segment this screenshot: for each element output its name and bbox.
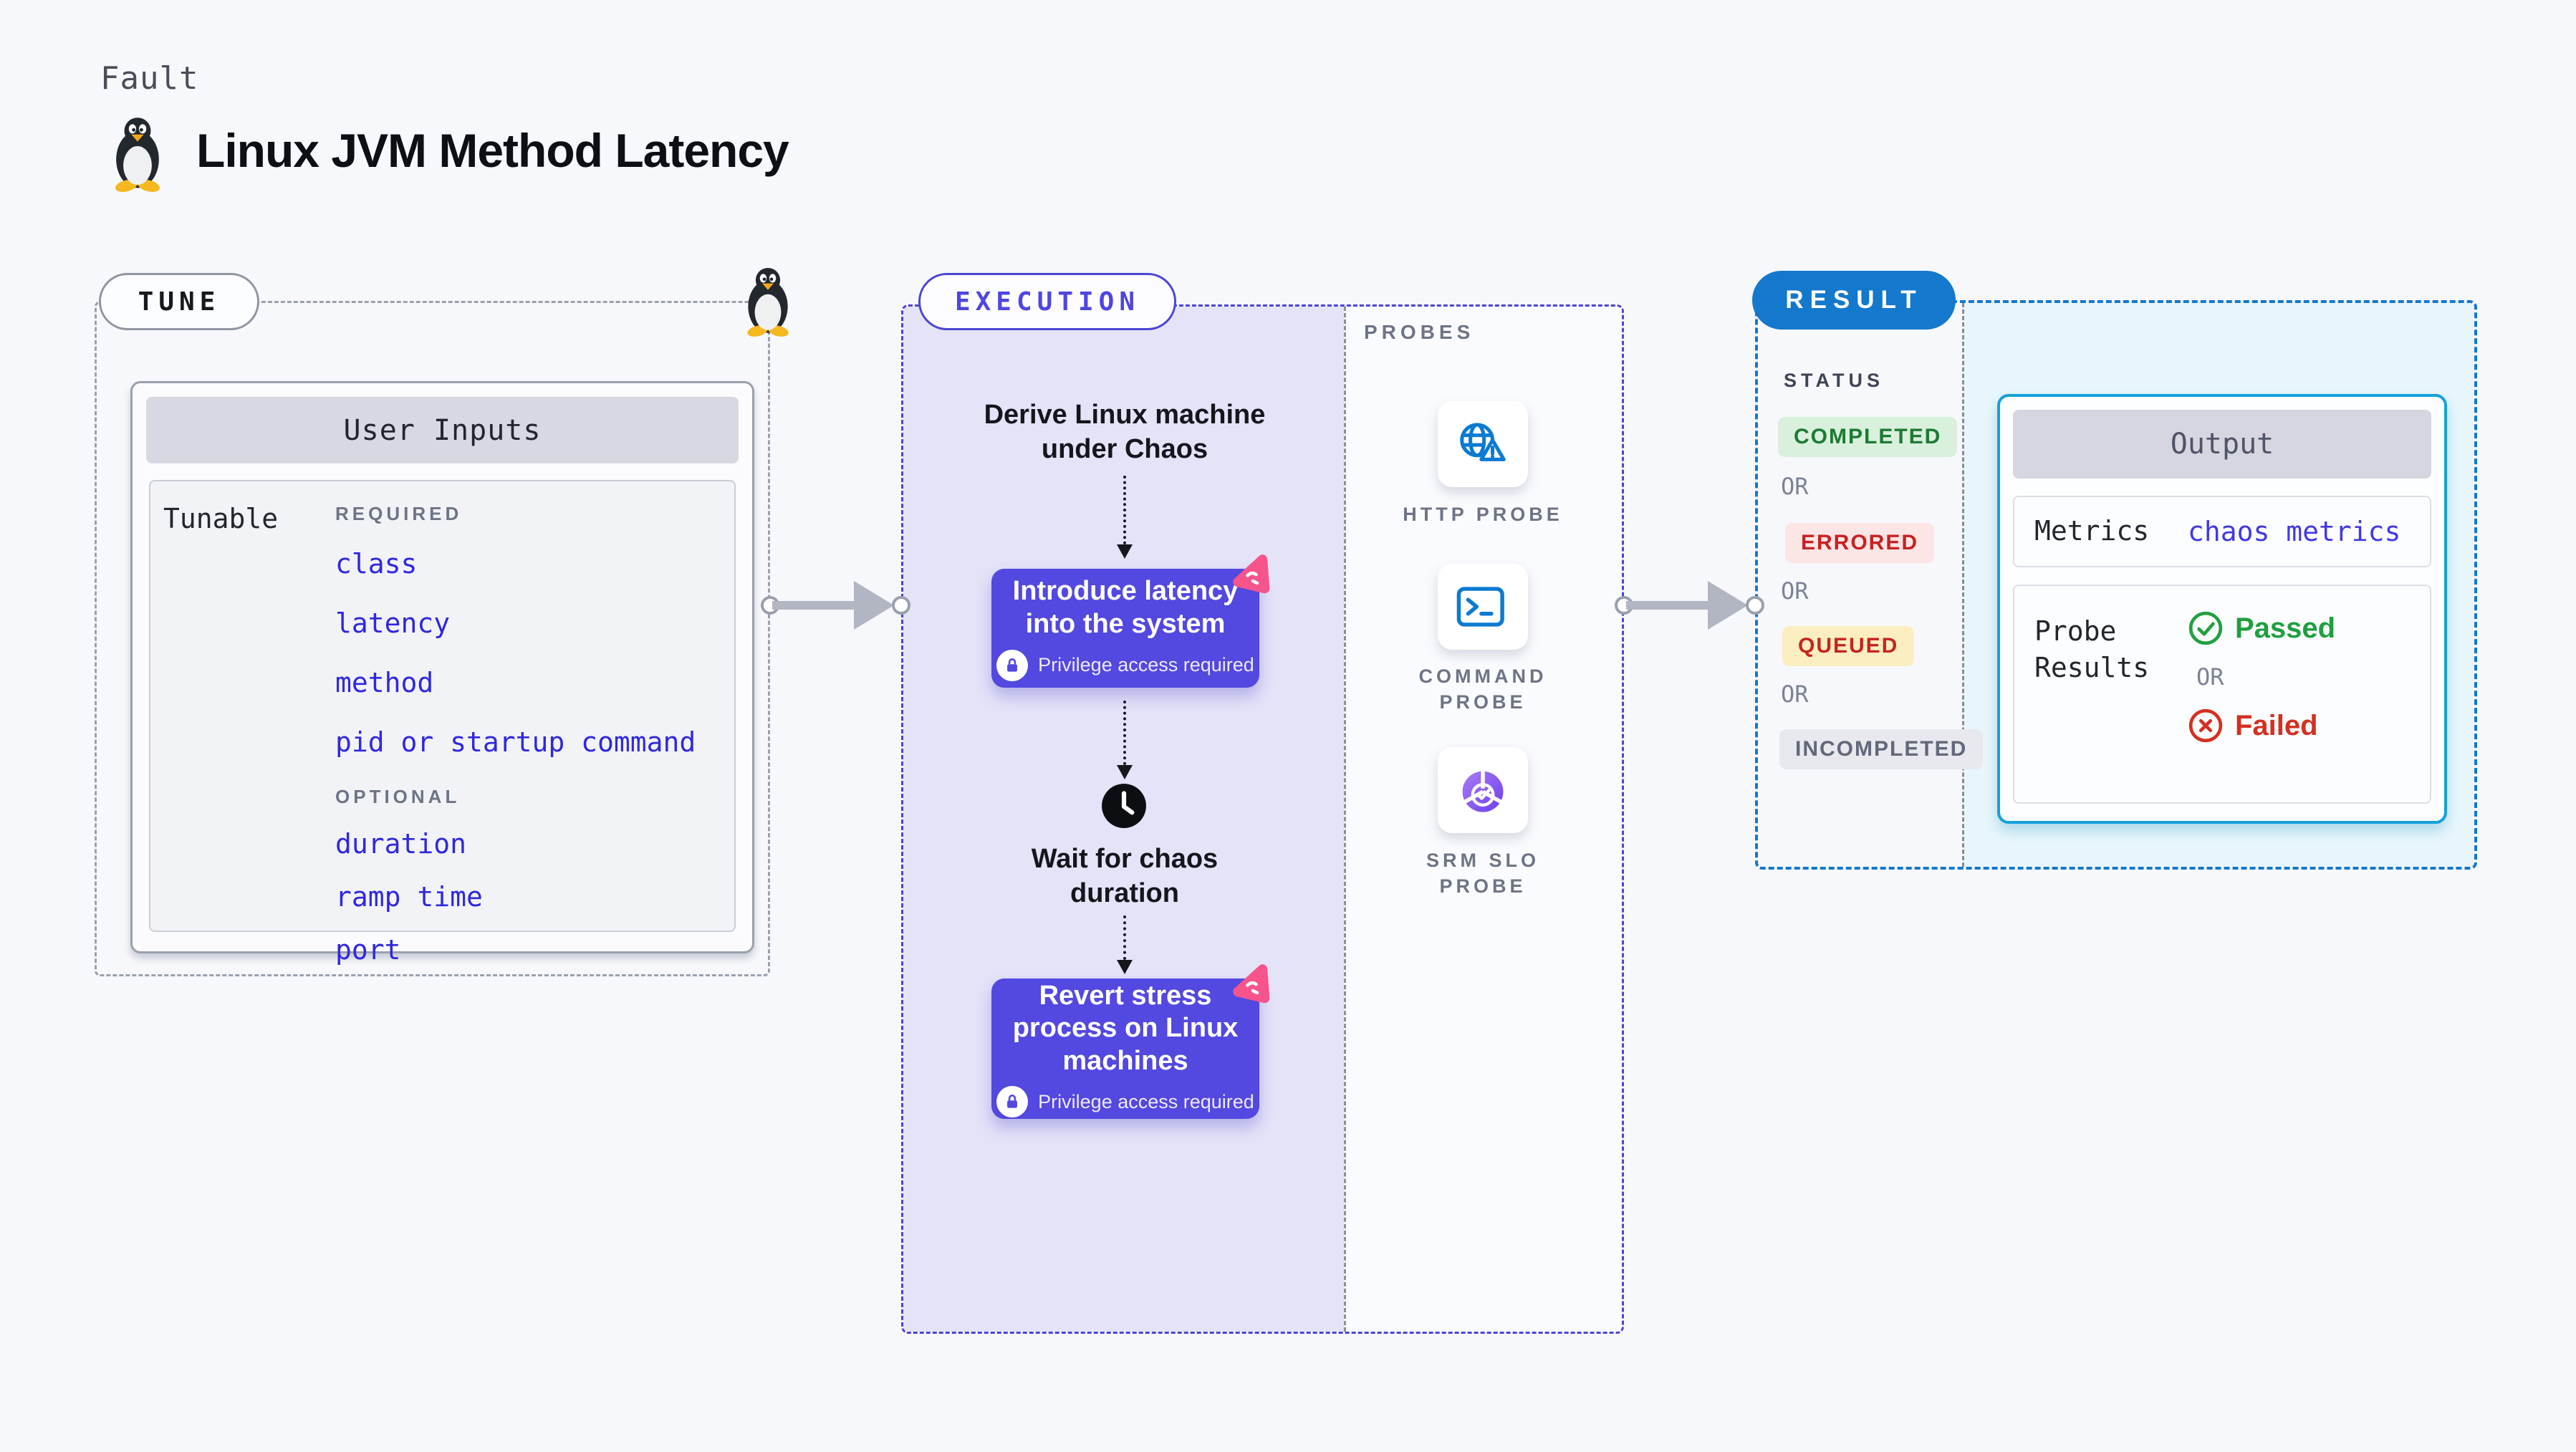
fault-kicker: Fault — [100, 60, 199, 97]
status-badge-incompleted: INCOMPLETED — [1779, 729, 1984, 769]
tunable-ramp-time: ramp time — [335, 881, 483, 913]
page-title: Linux JVM Method Latency — [196, 124, 789, 177]
chaos-badge-icon — [1229, 963, 1272, 1006]
metrics-row: Metrics chaos metrics — [2013, 496, 2431, 567]
srm-slo-probe-card — [1438, 747, 1528, 833]
status-badge-queued: QUEUED — [1782, 626, 1915, 666]
http-probe-label: HTTP PROBE — [1403, 504, 1563, 525]
or-separator: OR — [1781, 473, 1809, 500]
probes-heading: PROBES — [1364, 321, 1475, 343]
x-circle-icon — [2188, 708, 2223, 743]
tux-penguin-icon — [746, 267, 790, 337]
terminal-icon — [1456, 587, 1504, 627]
introduce-latency-step: Introduce latency into the system Privil… — [991, 569, 1259, 688]
execution-pill: EXECUTION — [918, 273, 1176, 330]
status-heading: STATUS — [1784, 370, 1884, 391]
tunable-pid: pid or startup command — [335, 726, 696, 758]
derive-step-text: Derive Linux machine under Chaos — [984, 400, 1266, 464]
tunable-latency: latency — [335, 607, 451, 639]
clock-icon — [1102, 784, 1146, 828]
tunable-method: method — [335, 667, 434, 698]
tunable-port: port — [335, 934, 401, 966]
tunable-duration: duration — [335, 828, 467, 860]
wait-step-text: Wait for chaos duration — [1031, 844, 1219, 908]
result-pill: RESULT — [1752, 271, 1956, 330]
status-badge-completed: COMPLETED — [1778, 417, 1958, 457]
privilege-note: Privilege access required — [1038, 1090, 1254, 1112]
required-heading: REQUIRED — [335, 503, 463, 524]
tunables-table: Tunable REQUIRED class latency method pi… — [149, 480, 736, 966]
command-probe-label: COMMAND PROBE — [1418, 665, 1547, 713]
down-arrow — [1117, 701, 1133, 779]
metrics-value: chaos metrics — [2188, 516, 2401, 547]
arrow-line — [772, 601, 861, 610]
tunable-class: class — [335, 548, 418, 580]
connector-dot — [1746, 596, 1764, 615]
or-separator: OR — [1781, 681, 1809, 708]
tune-pill: TUNE — [99, 273, 259, 330]
metrics-label: Metrics — [2034, 515, 2150, 547]
lock-icon — [996, 649, 1029, 681]
user-inputs-card: User Inputs Tunable REQUIRED class laten… — [130, 381, 754, 966]
optional-heading: OPTIONAL — [335, 786, 461, 807]
execution-probes-divider — [1344, 307, 1346, 1332]
probe-results-label: Probe Results — [2034, 615, 2150, 684]
connector-dot — [892, 596, 910, 615]
donut-check-icon — [1462, 771, 1504, 812]
revert-stress-step: Revert stress process on Linux machines … — [991, 979, 1259, 1119]
arrow-head — [1708, 581, 1748, 630]
tunable-row-label: Tunable — [163, 503, 279, 534]
http-probe-card — [1438, 401, 1528, 487]
srm-slo-probe-label: SRM SLO PROBE — [1426, 850, 1539, 898]
arrow-head — [854, 581, 894, 630]
privilege-note: Privilege access required — [1038, 654, 1254, 676]
tune-section-box — [95, 301, 770, 976]
or-separator: OR — [2196, 663, 2224, 691]
or-separator: OR — [1781, 577, 1809, 605]
user-inputs-title: User Inputs — [146, 397, 739, 463]
step-title: Introduce latency into the system — [1012, 576, 1239, 639]
failed-label: Failed — [2235, 709, 2318, 741]
arrow-line — [1626, 601, 1715, 610]
passed-label: Passed — [2235, 612, 2336, 644]
output-card: Output Metrics chaos metrics Probe Resul… — [1997, 394, 2447, 824]
execution-to-result-arrow — [1615, 577, 1764, 634]
tune-to-execution-arrow — [761, 577, 910, 634]
chaos-badge-icon — [1229, 553, 1272, 596]
check-circle-icon — [2188, 611, 2223, 645]
globe-alert-icon — [1460, 423, 1506, 461]
lock-icon — [996, 1086, 1029, 1118]
down-arrow — [1117, 476, 1133, 559]
status-output-divider — [1962, 303, 1964, 867]
command-probe-card — [1438, 564, 1528, 650]
output-title: Output — [2013, 410, 2431, 479]
probe-results-row: Probe Results Passed OR Failed — [2013, 585, 2431, 804]
down-arrow — [1117, 915, 1133, 974]
status-badge-errored: ERRORED — [1785, 523, 1935, 563]
tux-penguin-icon — [114, 117, 161, 192]
step-title: Revert stress process on Linux machines — [1012, 980, 1239, 1076]
